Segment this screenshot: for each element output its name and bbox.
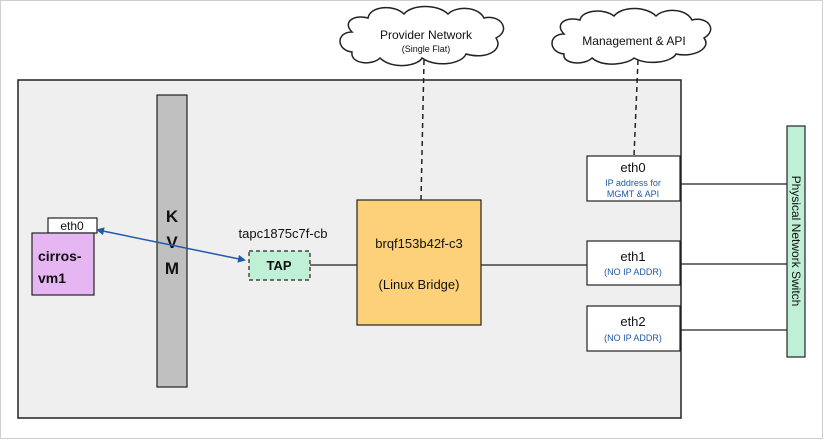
management-api-title: Management & API (582, 34, 685, 48)
provider-network-subtitle: (Single Flat) (402, 44, 451, 54)
kvm-letter-k: K (166, 207, 179, 226)
nic-eth0-note-1: IP address for (605, 178, 661, 188)
vm-name-line2: vm1 (38, 270, 66, 286)
linux-bridge-box[interactable] (356, 199, 482, 326)
nic-eth2-name: eth2 (620, 314, 645, 329)
kvm-letter-m: M (165, 259, 179, 278)
vm-tap-connection-arrow (96, 227, 246, 263)
nic-eth1-box[interactable] (586, 240, 681, 286)
bridge-name: brqf153b42f-c3 (375, 236, 462, 251)
nic-eth1-note: (NO IP ADDR) (604, 267, 662, 277)
switch-label: Physical Network Switch (789, 176, 803, 307)
management-network-link (633, 59, 639, 157)
nic-eth0-note-2: MGMT & API (607, 189, 659, 199)
provider-network-cloud: Provider Network (Single Flat) (339, 5, 505, 67)
tap-label: TAP (266, 258, 291, 273)
cirros-vm-box[interactable] (31, 232, 95, 296)
bridge-type: (Linux Bridge) (379, 277, 460, 292)
nic-eth2-box[interactable] (586, 305, 681, 352)
nic-eth1-name: eth1 (620, 249, 645, 264)
compute-host-box (17, 79, 682, 419)
management-api-cloud: Management & API (551, 7, 712, 65)
vm-name-line1: cirros- (38, 248, 82, 264)
nic-eth0-box[interactable] (586, 155, 681, 202)
nic-eth2-note: (NO IP ADDR) (604, 333, 662, 343)
tap-device-name: tapc1875c7f-cb (239, 226, 328, 241)
nic-eth0-name: eth0 (620, 160, 645, 175)
physical-network-switch[interactable] (786, 125, 806, 358)
tap-interface-box[interactable] (248, 250, 311, 281)
provider-network-title: Provider Network (380, 28, 473, 42)
kvm-letter-v: V (166, 233, 178, 252)
vm-eth0-label: eth0 (60, 219, 84, 233)
